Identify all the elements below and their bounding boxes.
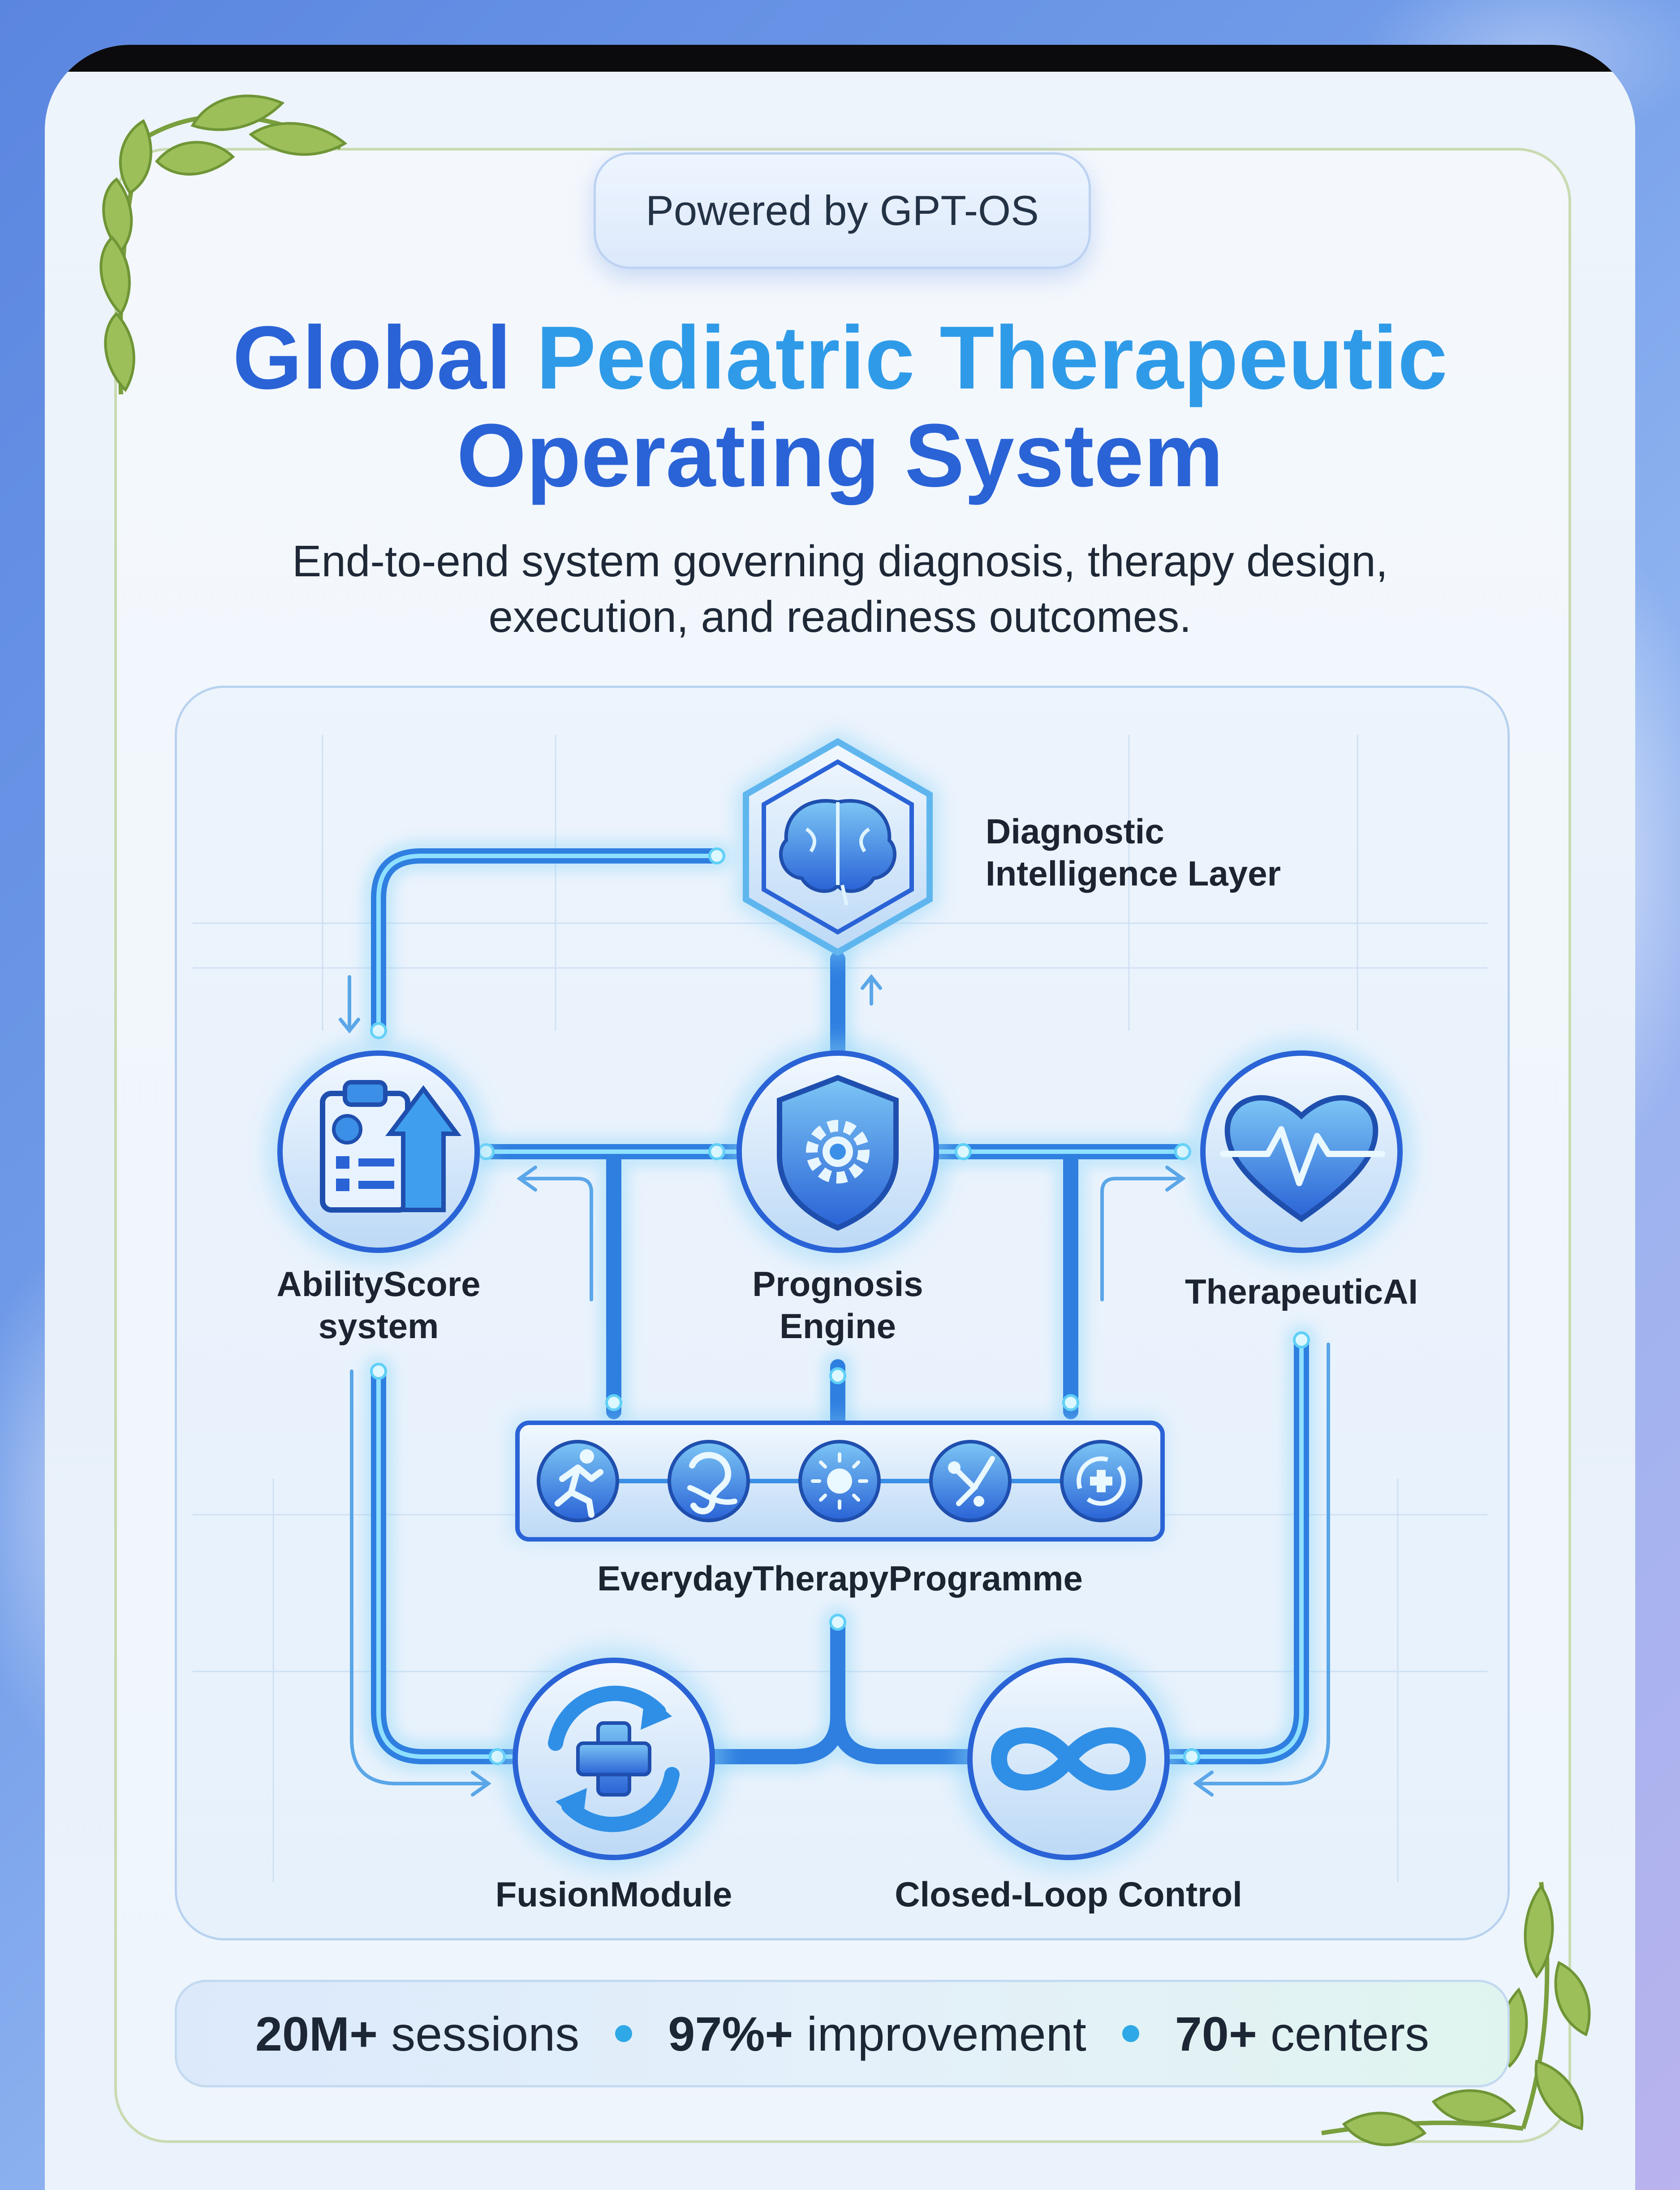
- stat-separator-dot: [1122, 2025, 1139, 2042]
- stat-improvement-label: improvement: [806, 2006, 1086, 2061]
- stat-centers-label: centers: [1270, 2006, 1430, 2061]
- everyday-therapy-bar[interactable]: [511, 1416, 1165, 1542]
- brain-icon: [779, 799, 897, 906]
- leaf-decoration-top-left: [99, 95, 348, 395]
- diagnostic-label-line1: Diagnostic: [986, 812, 1164, 851]
- abilityscore-label-line2: system: [318, 1306, 439, 1346]
- stats-bar: 20M+ sessions 97%+ improvement 70+ cente…: [175, 1980, 1510, 2087]
- prognosis-node[interactable]: [726, 1040, 950, 1264]
- leaf-decoration-bottom-right: [1321, 1882, 1591, 2147]
- fusionmodule-label: FusionModule: [495, 1875, 732, 1914]
- running-icon: [537, 1440, 619, 1522]
- diagnostic-node[interactable]: [737, 730, 939, 963]
- badge-label: Powered by GPT-OS: [646, 187, 1039, 234]
- prognosis-label: Prognosis Engine: [703, 1263, 972, 1347]
- plus-cycle-icon: [548, 1685, 680, 1832]
- diagnostic-label: Diagnostic Intelligence Layer: [986, 810, 1281, 894]
- abilityscore-label-line1: AbilityScore: [276, 1264, 481, 1304]
- clipboard-chart-icon: [320, 1080, 461, 1213]
- flow-arrows: [339, 974, 1330, 1797]
- stat-centers: 70+ centers: [1175, 2006, 1429, 2062]
- everyday-therapy-label: EverydayTherapyProgramme: [597, 1559, 1083, 1598]
- stat-improvement-value: 97%+: [668, 2006, 793, 2061]
- abilityscore-label: AbilityScore system: [244, 1263, 513, 1347]
- motion-icon: [929, 1440, 1012, 1522]
- stat-sessions: 20M+ sessions: [255, 2006, 579, 2062]
- infinity-icon: [991, 1727, 1146, 1791]
- stat-centers-value: 70+: [1175, 2006, 1257, 2061]
- stat-sessions-label: sessions: [391, 2006, 580, 2061]
- closed-loop-node[interactable]: [956, 1647, 1180, 1871]
- page-subtitle: End-to-end system governing diagnosis, t…: [134, 533, 1546, 644]
- medical-cycle-icon: [1060, 1440, 1142, 1522]
- abilityscore-node[interactable]: [267, 1040, 491, 1264]
- therapeuticai-node[interactable]: [1189, 1040, 1413, 1264]
- connector-highlights: [376, 854, 1304, 1759]
- prognosis-label-line1: Prognosis: [752, 1264, 923, 1304]
- stat-separator-dot: [615, 2025, 633, 2042]
- therapeuticai-label: TherapeuticAI: [1185, 1272, 1418, 1311]
- shield-gear-icon: [777, 1075, 899, 1231]
- stat-improvement: 97%+ improvement: [668, 2006, 1086, 2062]
- title-word-global: Global: [233, 308, 512, 408]
- stat-sessions-value: 20M+: [255, 2006, 378, 2061]
- ear-icon: [668, 1440, 750, 1522]
- page-title: Global Pediatric Therapeutic Operating S…: [0, 309, 1680, 505]
- subtitle-line2: execution, and readiness outcomes.: [488, 592, 1192, 641]
- title-pediatric-therapeutic: Pediatric Therapeutic: [536, 308, 1447, 408]
- title-line2: Operating System: [457, 406, 1223, 505]
- diagnostic-label-line2: Intelligence Layer: [986, 854, 1281, 893]
- heart-pulse-icon: [1220, 1095, 1385, 1222]
- sun-icon: [798, 1440, 881, 1522]
- closed-loop-label: Closed-Loop Control: [895, 1875, 1242, 1914]
- subtitle-line1: End-to-end system governing diagnosis, t…: [292, 536, 1388, 586]
- fusionmodule-node[interactable]: [502, 1647, 726, 1871]
- card-top-bar: [45, 45, 1635, 72]
- prognosis-label-line2: Engine: [779, 1306, 896, 1346]
- powered-by-badge: Powered by GPT-OS: [594, 152, 1091, 269]
